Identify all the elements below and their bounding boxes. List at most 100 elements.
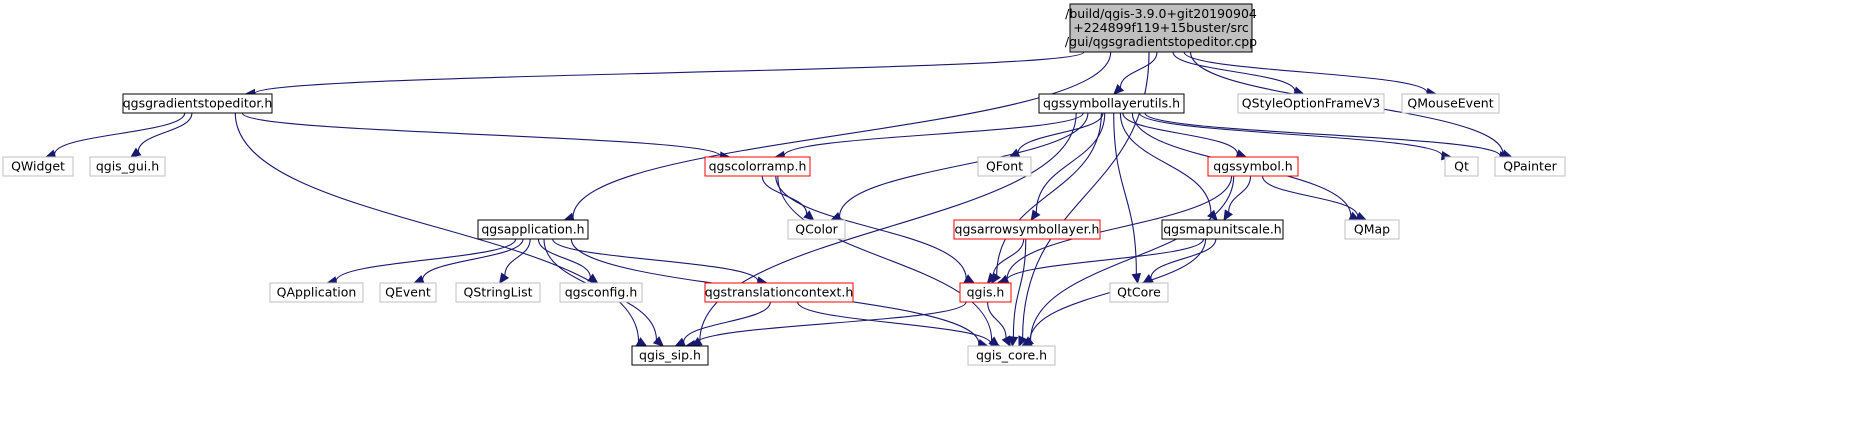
node-symbol-h[interactable]: qgssymbol.h <box>1207 156 1299 177</box>
node-label: QPainter <box>1503 159 1557 174</box>
arrowhead-application_h-to-qgis_sip_h <box>652 336 665 347</box>
node-colorramp-h[interactable]: qgscolorramp.h <box>704 156 811 177</box>
arrowhead-gradientstopeditor_h-to-qgis_gui_h <box>130 147 142 158</box>
node-qgis-h[interactable]: qgis.h <box>959 282 1012 303</box>
node-box <box>89 156 166 177</box>
node-symbollayerutils-h[interactable]: qgssymbollayerutils.h <box>1038 93 1185 114</box>
arrowhead-application_h-to-qstringlist <box>499 272 510 285</box>
node-qgis-sip-h[interactable]: qgis_sip.h <box>631 345 709 366</box>
node-root[interactable]: /build/qgis-3.9.0+git20190904+224899f119… <box>1065 3 1257 53</box>
node-label: QWidget <box>11 159 65 174</box>
node-label: QFont <box>986 159 1023 174</box>
edge-symbollayerutils_h-to-qtcore <box>1113 112 1137 275</box>
edge-symbol_h-to-qmap <box>1261 175 1359 217</box>
edge-root-to-symbollayerutils_h <box>1119 51 1158 88</box>
arrowhead-symbollayerutils_h-to-qtcore <box>1131 272 1142 285</box>
edge-colorramp_h-to-qgis_core_h <box>777 175 993 341</box>
edge-symbollayerutils_h-to-qcolor <box>839 112 1089 217</box>
edge-translationcontext_h-to-qgis_core_h <box>797 301 992 345</box>
arrowhead-colorramp_h-to-qcolor <box>803 210 815 221</box>
edge-symbollayerutils_h-to-qfont <box>1017 112 1104 154</box>
node-label: qgsapplication.h <box>481 222 584 237</box>
edge-arrowsymbollayer_h-to-qgis_core_h <box>1012 238 1027 338</box>
node-qpainter: QPainter <box>1494 156 1566 177</box>
arrowhead-symbollayerutils_h-to-arrowsymbollayer_h <box>1030 209 1041 222</box>
node-qt: Qt <box>1444 156 1479 177</box>
node-arrowsymbollayer-h[interactable]: qgsarrowsymbollayer.h <box>953 219 1101 240</box>
edge-colorramp_h-to-qcolor <box>761 175 808 215</box>
edge-symbollayerutils_h-to-arrowsymbollayer_h <box>1035 112 1106 213</box>
node-label: qgis_core.h <box>976 348 1047 363</box>
node-label: qgssymbollayerutils.h <box>1043 96 1180 111</box>
node-label: qgis_sip.h <box>639 348 701 363</box>
arrowhead-root-to-qgis_core_h <box>1018 335 1028 348</box>
node-label: QMap <box>1354 222 1390 237</box>
node-label: /build/qgis-3.9.0+git20190904 <box>1065 6 1257 21</box>
node-label: +224899f119+15buster/src <box>1073 20 1249 35</box>
node-qfont: QFont <box>977 156 1032 177</box>
edge-translationcontext_h-to-qgis_sip_h <box>683 301 771 343</box>
edge-symbol_h-to-qgis_core_h <box>1030 175 1235 341</box>
node-box <box>631 345 709 366</box>
node-qgsconfig-h: qgsconfig.h <box>559 282 643 303</box>
node-box <box>704 156 811 177</box>
edge-gradientstopeditor_h-to-qwidget <box>54 112 186 155</box>
node-box <box>1237 93 1385 114</box>
edge-application_h-to-translationcontext_h <box>552 238 759 282</box>
node-box <box>704 282 854 303</box>
node-label: QtCore <box>1117 285 1161 300</box>
node-box <box>477 219 589 240</box>
edge-symbollayerutils_h-to-qgis_h <box>996 112 1102 276</box>
node-box <box>455 282 541 303</box>
node-layer: /build/qgis-3.9.0+git20190904+224899f119… <box>2 3 1566 366</box>
node-box <box>1038 93 1185 114</box>
node-box <box>959 282 1012 303</box>
node-box <box>967 345 1056 366</box>
node-qgis-gui-h: qgis_gui.h <box>89 156 166 177</box>
edge-root-to-qstyleoptionframev3 <box>1172 51 1296 92</box>
node-box <box>977 156 1032 177</box>
node-box <box>1494 156 1566 177</box>
node-box <box>1207 156 1299 177</box>
node-application-h[interactable]: qgsapplication.h <box>477 219 589 240</box>
arrowhead-symbol_h-to-mapunitscale_h <box>1223 209 1234 222</box>
edge-gradientstopeditor_h-to-qgis_gui_h <box>137 112 193 152</box>
node-qevent: QEvent <box>379 282 437 303</box>
arrowhead-arrowsymbollayer_h-to-qgis_h <box>986 272 998 284</box>
edge-symbol_h-to-qgis_h <box>1006 175 1233 280</box>
node-box <box>1344 219 1400 240</box>
node-label: qgscolorramp.h <box>709 159 807 174</box>
node-qcolor: QColor <box>787 219 846 240</box>
node-qapplication: QApplication <box>269 282 364 303</box>
node-qstringlist: QStringList <box>455 282 541 303</box>
node-label: /gui/qgsgradientstopeditor.cpp <box>1065 34 1257 49</box>
edge-application_h-to-qstringlist <box>504 238 531 276</box>
node-label: Qt <box>1454 159 1469 174</box>
node-label: qgsarrowsymbollayer.h <box>955 222 1100 237</box>
edge-symbollayerutils_h-to-symbol_h <box>1122 112 1238 155</box>
edge-application_h-to-qgsconfig_h <box>537 238 591 278</box>
node-label: qgsconfig.h <box>565 285 638 300</box>
node-gradientstopeditor-h[interactable]: qgsgradientstopeditor.h <box>122 93 273 114</box>
node-qgis-core-h: qgis_core.h <box>967 345 1056 366</box>
node-translationcontext-h[interactable]: qgstranslationcontext.h <box>704 282 854 303</box>
node-mapunitscale-h[interactable]: qgsmapunitscale.h <box>1161 219 1284 240</box>
node-box <box>379 282 437 303</box>
edge-arrowsymbollayer_h-to-qgis_h <box>992 238 1025 277</box>
node-qwidget: QWidget <box>2 156 74 177</box>
node-qmap: QMap <box>1344 219 1400 240</box>
arrowhead-mapunitscale_h-to-qtcore <box>1142 273 1154 284</box>
node-box <box>2 156 74 177</box>
arrowhead-mapunitscale_h-to-qgis_core_h <box>1020 337 1033 347</box>
node-label: qgis_gui.h <box>96 159 159 174</box>
arrowhead-application_h-to-qgsconfig_h <box>587 273 599 284</box>
arrowhead-symbollayerutils_h-to-mapunitscale_h <box>1207 209 1218 221</box>
node-label: QColor <box>795 222 838 237</box>
arrowhead-root-to-symbollayerutils_h <box>1113 83 1125 95</box>
node-label: qgsgradientstopeditor.h <box>123 96 273 111</box>
edge-mapunitscale_h-to-qtcore <box>1150 238 1217 279</box>
edge-application_h-to-qapplication <box>335 238 517 282</box>
edge-application_h-to-qevent <box>422 238 524 280</box>
edge-symbollayerutils_h-to-mapunitscale_h <box>1119 112 1212 214</box>
edge-root-to-gradientstopeditor_h <box>254 51 1085 95</box>
